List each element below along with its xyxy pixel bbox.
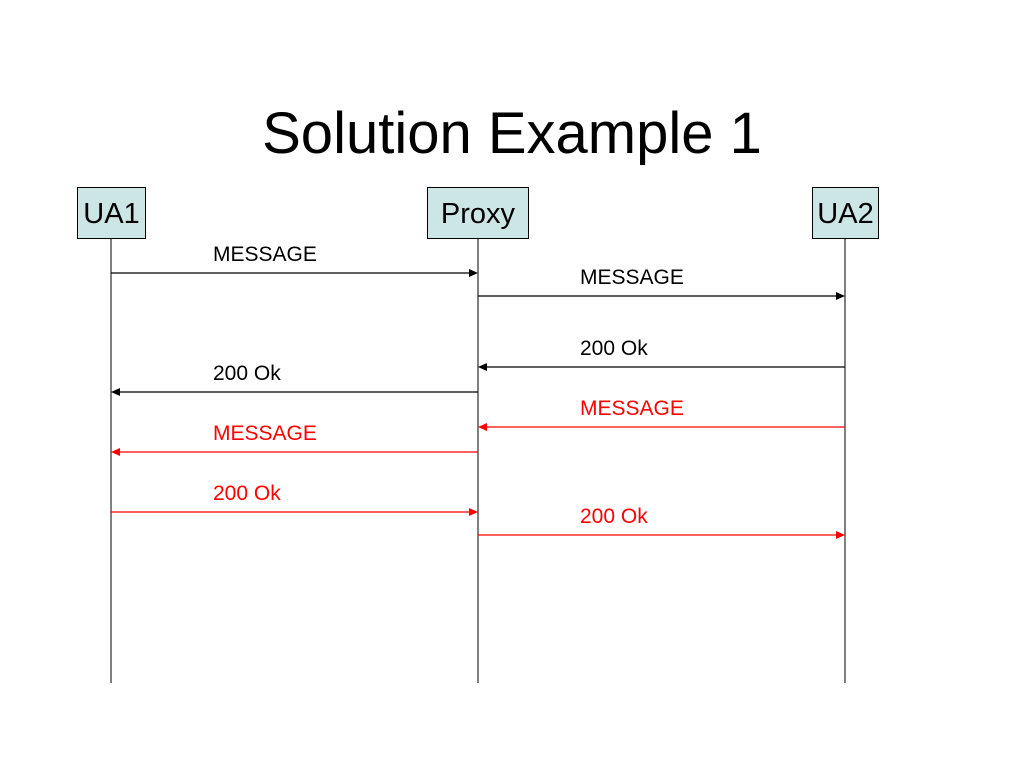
message-arrow-4 [111,388,478,396]
message-arrow-2 [478,292,845,300]
message-arrow-8 [478,531,845,539]
arrowhead [111,388,120,396]
arrowhead [836,292,845,300]
lifelines [110,239,846,683]
message-arrow-3 [478,363,845,371]
message-label-4: 200 Ok [213,362,281,385]
arrowhead [469,269,478,277]
arrowhead [478,423,487,431]
arrowhead [111,448,120,456]
message-label-1: MESSAGE [213,243,317,266]
arrowhead [478,363,487,371]
arrowhead [469,508,478,516]
message-label-6: MESSAGE [213,422,317,445]
message-label-7: 200 Ok [213,482,281,505]
entity-ua2: UA2 [812,187,879,239]
message-label-2: MESSAGE [580,266,684,289]
message-label-3: 200 Ok [580,337,648,360]
message-arrow-6 [111,448,478,456]
slide-title: Solution Example 1 [262,101,762,166]
entity-proxy: Proxy [427,187,529,239]
arrowhead [836,531,845,539]
message-arrows [111,269,845,539]
message-arrow-1 [111,269,478,277]
message-label-8: 200 Ok [580,505,648,528]
message-arrow-7 [111,508,478,516]
entity-ua1: UA1 [77,187,146,239]
message-label-5: MESSAGE [580,397,684,420]
message-arrow-5 [478,423,845,431]
